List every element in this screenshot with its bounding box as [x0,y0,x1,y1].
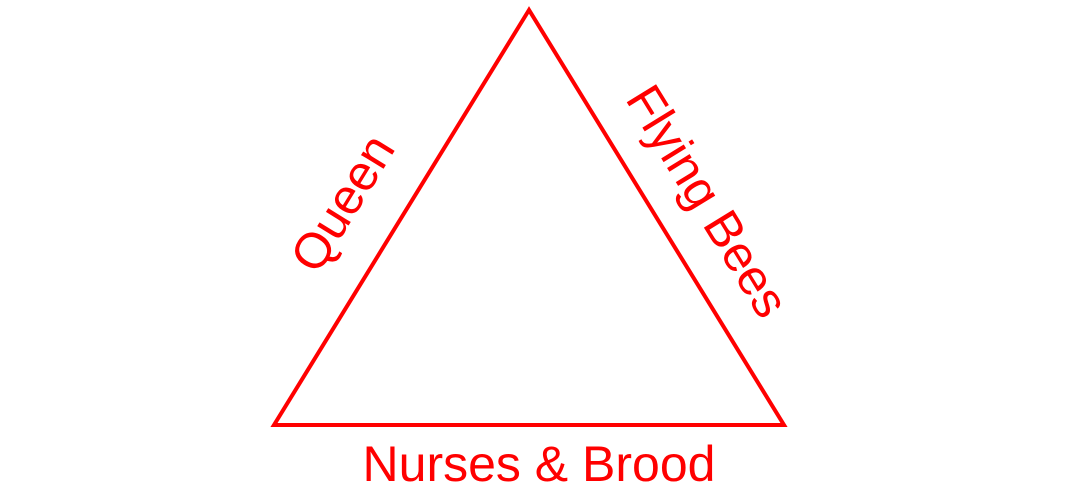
triangle-outline [270,6,788,427]
label-nurses-brood: Nurses & Brood [363,436,716,492]
